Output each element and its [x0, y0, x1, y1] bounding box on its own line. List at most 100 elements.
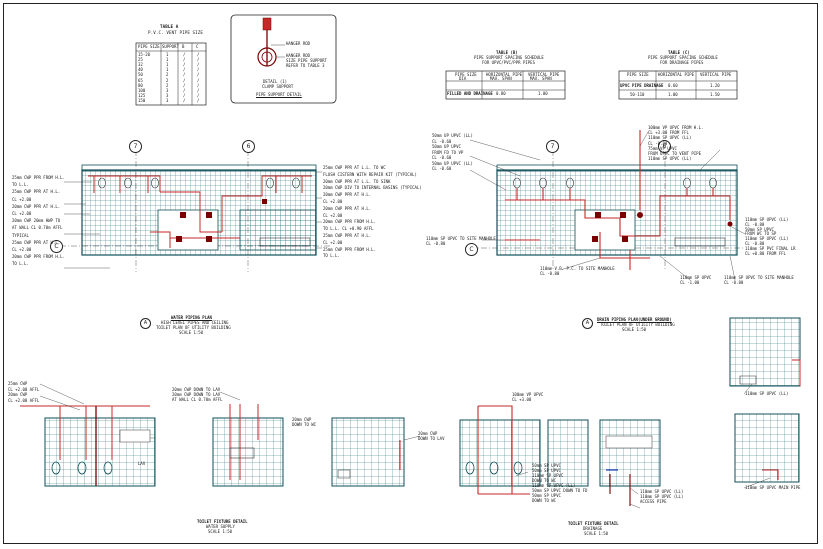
drain-plan-note: 50mm UP UPVC (LL) [432, 160, 473, 166]
support-table-cell: / [183, 62, 186, 68]
table-c-row-6: 1.50 [710, 92, 720, 97]
drainage-elevations [459, 317, 801, 509]
support-table-cell: / [197, 77, 200, 83]
grid-marker-c-water: C [50, 240, 63, 253]
water-plan-note: 20mm CWP PPR FROM H.L. [12, 254, 65, 260]
support-table-cell: / [197, 92, 200, 98]
water-plan-subtitle-1: HIGH LEVEL PIPES AND CEILING [161, 320, 229, 325]
water-piping-plan [60, 150, 330, 272]
drain-plan-note: 110mm SP UPVC (LL) [648, 135, 692, 141]
support-table-cell: 40 [138, 67, 143, 73]
drain-detail-scale: SCALE 1:50 [584, 531, 609, 536]
support-table-cell: 125 [138, 92, 146, 98]
support-table-cell: 1 [166, 67, 169, 73]
drain-detail-note: 110mm SP UPVC (LL) [640, 494, 684, 499]
water-plan-note: 25mm CWP PPR FROM H.L. [12, 175, 65, 180]
drain-detail-note: DOWN TO WC [532, 498, 557, 503]
drain-detail-note: 50mm SP UPVC [532, 493, 561, 498]
water-plan-note: CL +2.00 [12, 247, 32, 252]
support-table-cell: 50 [138, 72, 143, 78]
water-detail-note: 20mm CWP DOWN TO LAV [172, 392, 221, 397]
table-b-col-2: HORIZONTAL PIPE [486, 72, 523, 77]
table-b-col-2b: MAX. SPAN [490, 76, 512, 81]
support-table-cell: / [197, 62, 200, 68]
support-table-cell: 32 [138, 62, 143, 68]
drawing-border [3, 3, 818, 544]
drain-note-manhole-1-cl: CL -0.80 [426, 241, 446, 246]
water-detail-note: CL +2.00 AFFL [8, 397, 40, 403]
support-table-cell: / [183, 52, 186, 57]
support-table-cell: 15-20 [138, 52, 151, 57]
water-plan-note: TO L.L. [12, 261, 29, 267]
drain-plan-note: FROM UPVC TO VENT PIPE [648, 151, 701, 156]
water-plan-note: AT WALL CL 0.70m AFFL [12, 225, 63, 231]
table-c-subtitle-2: FOR DRAINAGE PIPES [660, 60, 704, 65]
support-table-cell: 150 [138, 97, 146, 103]
water-detail-note: 20mm CWP [8, 392, 28, 397]
support-table-cell: / [197, 87, 200, 93]
drain-detail-note: ACCESS PIPE [640, 499, 667, 504]
table-c-title: TABLE (C) [668, 50, 690, 55]
drain-note-sp-1: 110mm SP UPVC [680, 275, 712, 280]
water-plan-note: CL +2.00 [323, 212, 343, 218]
water-plan-note: 25mm CWP PPR AT H.L. [323, 233, 372, 238]
drain-detail-note: 110mm SP UPVC [532, 473, 564, 478]
water-detail-scale: SCALE 1:50 [208, 529, 233, 534]
table-c-row-3: 1.20 [710, 83, 720, 88]
drain-plan-note: 110mm SP UPVC (LL) [745, 217, 789, 222]
water-plan-note: 20mm CWP 20mm HWP TO [12, 218, 61, 224]
drain-note-manhole-1: 110mm SP UPVC TO SITE MANHOLE [426, 236, 496, 241]
grid-marker-7-drain: 7 [546, 140, 559, 153]
drain-plan-note: 75mm VP UPVC [648, 145, 677, 151]
drain-plan-note: FROM FD TO VP [432, 149, 464, 155]
drain-detail-side-note-1: 110mm SP UPVC (LL) [745, 391, 789, 396]
water-plan-note: TO L.L. [323, 253, 340, 259]
table-c-col-3: VERTICAL PIPE [700, 72, 732, 77]
drain-plan-note: FROM WC TO SP [745, 231, 777, 237]
table-b-col-1b: DIA [459, 76, 467, 81]
grid-marker-7-water: 7 [129, 140, 142, 153]
drain-note-manhole-3-cl: CL -0.80 [724, 280, 744, 285]
drain-detail-note: 50mm SP UPVC [532, 468, 561, 473]
table-b-row-2: 0.80 [496, 91, 506, 96]
drain-plan-note: 50mm UP UPVC (LL) [432, 133, 473, 138]
support-table-header-1: PIPE SIZE [138, 44, 160, 49]
support-table-cell: 100 [138, 87, 146, 93]
drain-plan-note: CL -0.80 [745, 241, 765, 246]
support-table-cell: / [183, 72, 186, 78]
grid-marker-6-water: 6 [242, 140, 255, 153]
drain-plan-note: CL -0.80 [745, 221, 765, 227]
title-marker-drain: A [582, 318, 593, 329]
support-table-cell: / [197, 52, 200, 57]
drain-note-manhole-3: 110mm SP UPVC TO SITE MANHOLE [724, 275, 794, 280]
water-detail-wc-note: 20mm CWP [292, 417, 312, 422]
drain-detail-title: TOILET FIXTURE DETAIL [568, 521, 619, 526]
drain-detail-subtitle: DRAINAGE [583, 526, 603, 531]
water-plan-note: FLUSH CISTERN WITH REPAIR KIT (TYPICAL) [323, 171, 417, 177]
support-table-cell: 3 [166, 97, 169, 103]
support-table-header-3: B [182, 44, 185, 49]
support-table-cell: 2 [166, 82, 169, 88]
table-c-row-4: 50-110 [630, 92, 645, 97]
water-plan-scale: SCALE 1:50 [179, 330, 204, 335]
water-plan-note: CL +2.00 [12, 196, 32, 202]
support-table-header-4: C [196, 44, 199, 49]
support-table-cell: / [197, 67, 200, 73]
hanger-detail-caption: PIPE SUPPORT DETAIL [256, 92, 302, 97]
table-b-col-3b: MAX. SPAN [530, 76, 552, 81]
water-plan-note: 20mm CWP DIV TO INTERNAL BASINS (TYPICAL… [323, 185, 422, 191]
water-plan-note: CL +2.00 [323, 199, 343, 204]
drain-plan-note: 100mm VP UPVC FROM H.L. [648, 125, 704, 130]
water-plan-title: WATER PIPING PLAN [171, 315, 212, 320]
support-table-cell: / [197, 82, 200, 88]
table-c-row-2: 0.60 [668, 83, 678, 88]
water-plan-note: 25mm CWP PPR AT H.L. [12, 239, 61, 245]
drain-detail-note: 50mm SP UPVC [532, 463, 561, 468]
drain-plan-note: CL -0.60 [432, 166, 452, 171]
support-table-cell: 1 [166, 57, 169, 63]
drain-plan-note: 50mm SP UPVC [745, 226, 774, 232]
table-b-col-3: VERTICAL PIPE [528, 72, 560, 77]
water-detail-note: AT WALL CL 0.70m AFFL [172, 397, 223, 402]
hanger-detail-number: DETAIL (1) [263, 79, 288, 84]
